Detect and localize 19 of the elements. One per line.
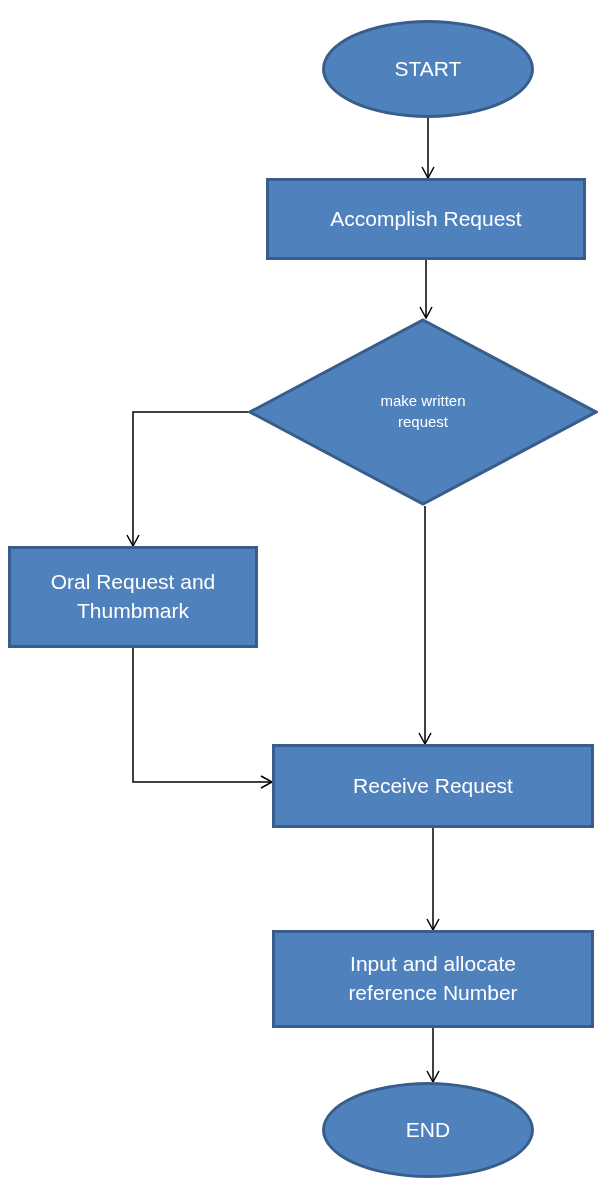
process-box bbox=[272, 930, 594, 1028]
node-label: Receive Request bbox=[353, 772, 513, 799]
process-box bbox=[8, 546, 258, 648]
arrow bbox=[421, 117, 435, 179]
arrow bbox=[418, 505, 432, 745]
node-label: Accomplish Request bbox=[330, 205, 522, 232]
arrow bbox=[426, 1027, 440, 1083]
process-box bbox=[272, 744, 594, 828]
arrow bbox=[426, 827, 440, 931]
node-label: START bbox=[394, 55, 462, 82]
node-label: Input and allocate reference Number bbox=[347, 951, 519, 1006]
decision-diamond bbox=[248, 318, 598, 506]
node-label: Oral Request and Thumbmark bbox=[49, 569, 217, 624]
node-label: END bbox=[405, 1116, 451, 1143]
arrow bbox=[419, 259, 433, 319]
process-box bbox=[266, 178, 586, 260]
arrow bbox=[132, 647, 273, 789]
arrow bbox=[126, 411, 249, 547]
node-label: make written request bbox=[379, 391, 467, 432]
